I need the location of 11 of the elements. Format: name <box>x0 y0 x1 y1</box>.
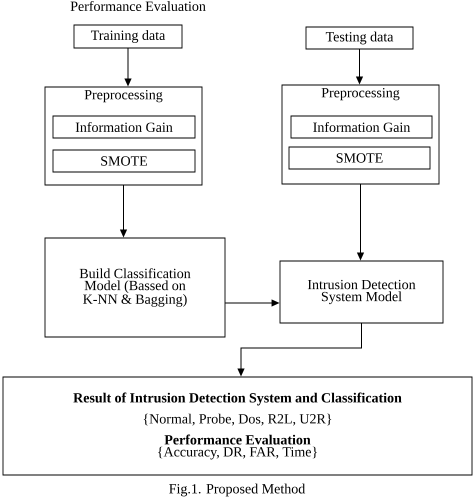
process-box: SMOTE <box>52 150 196 172</box>
process-box: Information Gain <box>290 116 432 138</box>
note-text: Performance Evaluation <box>70 1 206 11</box>
process-box: Intrusion Detection System Model <box>280 260 444 324</box>
process-box: Information Gain <box>52 116 196 138</box>
process-box: Result of Intrusion Detection System and Classification {Normal, Probe, Dos, R2L, U2R} Performance Evaluation {Accuracy, DR, FAR, Time} <box>2 376 472 476</box>
caption: Fig.1. Proposed Method <box>169 484 306 496</box>
process-box: Build Classification Model (Bassed on K-NN & Bagging) <box>44 238 226 338</box>
process-box: SMOTE <box>288 146 430 170</box>
process-box: Testing data <box>306 26 414 50</box>
process-box: Training data <box>74 24 182 48</box>
